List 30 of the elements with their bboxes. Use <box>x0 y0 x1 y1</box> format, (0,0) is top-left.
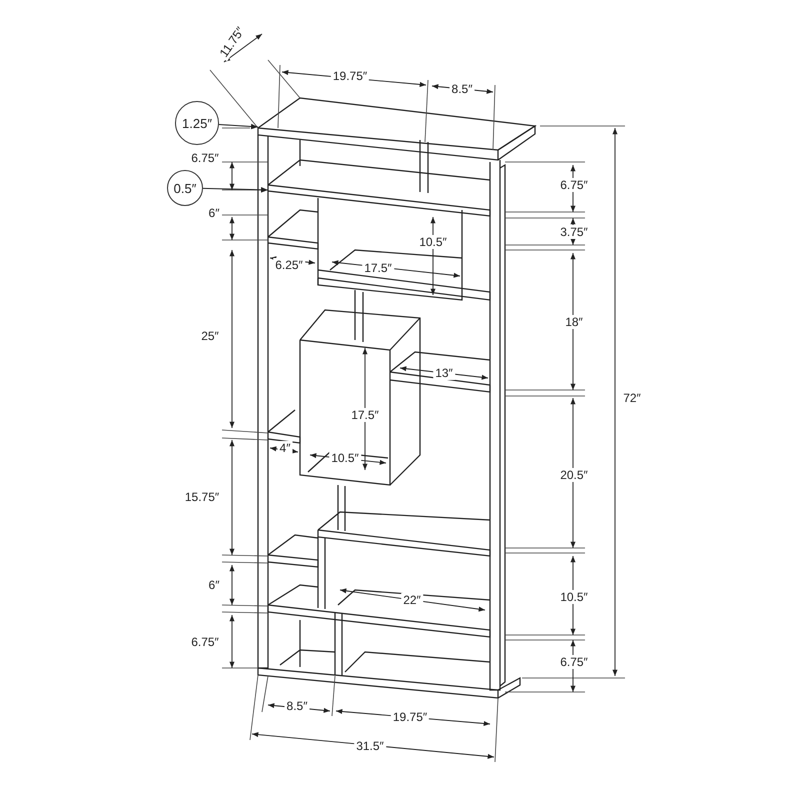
dimension-label: 25″ <box>199 329 221 343</box>
dimension-label: 6.75″ <box>189 151 221 165</box>
dimension-label: 13″ <box>433 366 455 380</box>
dimension-label: 6.75″ <box>558 178 590 192</box>
dimension-label: 17.5″ <box>349 408 381 422</box>
dimension-label: 72″ <box>621 391 643 405</box>
dimension-label: 6.25″ <box>273 258 305 272</box>
callout-circle: 1.25″ <box>175 101 219 145</box>
dimension-label: 6″ <box>206 578 222 592</box>
dimension-label: 4″ <box>278 441 292 455</box>
dimension-label: 10.5″ <box>417 235 449 249</box>
dimension-label: 8.5″ <box>284 699 310 713</box>
dimension-label: 10.5″ <box>558 590 590 604</box>
callout-circle: 0.5″ <box>167 170 203 206</box>
dimension-label: 10.5″ <box>329 451 361 465</box>
dimension-label: 6.75″ <box>189 635 221 649</box>
dimension-label: 6.75″ <box>558 655 590 669</box>
dimension-label: 20.5″ <box>558 468 590 482</box>
dimension-label: 8.5″ <box>450 82 474 96</box>
dimension-label: 19.75″ <box>330 69 370 83</box>
dimension-label: 19.75″ <box>390 710 430 724</box>
dimension-label: 17.5″ <box>362 261 394 275</box>
dimension-label: 22″ <box>401 593 423 607</box>
dimension-label: 31.5″ <box>354 739 386 753</box>
dimension-label: 3.75″ <box>558 225 590 239</box>
dimension-label: 18″ <box>563 315 585 329</box>
dimension-label: 6″ <box>206 206 222 220</box>
dimension-label: 15.75″ <box>182 490 222 504</box>
leader-line <box>218 124 258 130</box>
leader-line <box>202 187 268 193</box>
